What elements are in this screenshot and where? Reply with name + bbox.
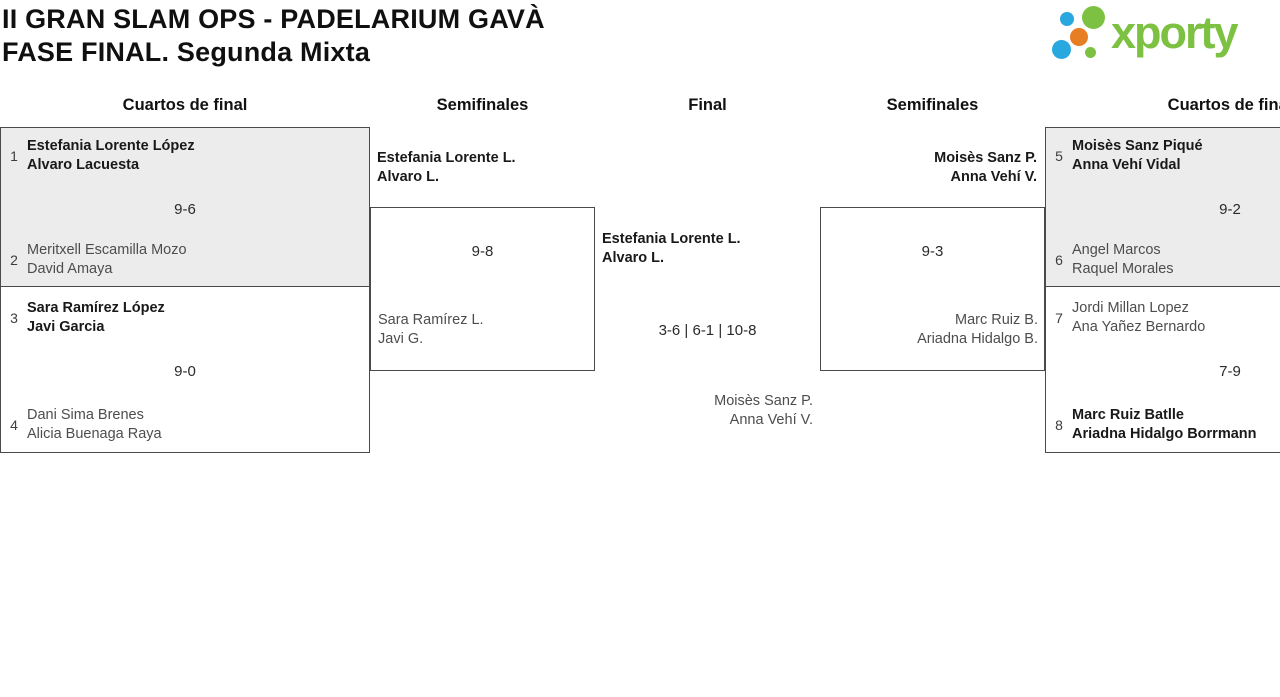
match-score: 7-9 xyxy=(1219,363,1241,380)
player-name: Jordi Millan Lopez xyxy=(1072,300,1189,316)
xporty-logo[interactable]: xporty xyxy=(1048,0,1280,70)
logo-dot-green-small-icon xyxy=(1085,47,1096,58)
seed-number: 2 xyxy=(10,252,18,268)
team-entry: Estefania Lorente López Alvaro Lacuesta xyxy=(27,137,195,175)
player-name: Javi G. xyxy=(378,331,424,347)
player-name: Marc Ruiz B. xyxy=(955,312,1038,328)
seed-number: 6 xyxy=(1055,252,1063,268)
sf-right-winner: Moisès Sanz P. Anna Vehí V. xyxy=(820,149,1037,187)
match-score: 9-3 xyxy=(921,243,944,260)
seed-number: 7 xyxy=(1055,310,1063,326)
team-entry: Dani Sima Brenes Alicia Buenaga Raya xyxy=(27,406,162,444)
player-name: Anna Vehí V. xyxy=(729,412,813,428)
team-entry: Sara Ramírez L. Javi G. xyxy=(378,311,484,349)
team-entry: Sara Ramírez López Javi Garcia xyxy=(27,299,165,337)
player-name: Sara Ramírez L. xyxy=(378,312,484,328)
round-header-qf-left: Cuartos de final xyxy=(122,96,248,114)
player-name: Dani Sima Brenes xyxy=(27,407,144,423)
seed-number: 3 xyxy=(10,310,18,326)
player-name: Moisès Sanz P. xyxy=(934,150,1037,166)
seed-number: 1 xyxy=(10,148,18,164)
match-semifinal-right[interactable]: 9-3 Marc Ruiz B. Ariadna Hidalgo B. xyxy=(820,207,1045,371)
player-name: Meritxell Escamilla Mozo xyxy=(27,242,187,258)
match-quarterfinal-1[interactable]: 1 Estefania Lorente López Alvaro Lacuest… xyxy=(0,127,370,287)
round-header-sf-left: Semifinales xyxy=(436,96,529,114)
team-entry: Angel Marcos Raquel Morales xyxy=(1072,241,1174,279)
round-header-final: Final xyxy=(688,96,727,114)
player-name: Ariadna Hidalgo B. xyxy=(917,331,1038,347)
final-winner: Estefania Lorente L. Alvaro L. xyxy=(602,230,741,268)
player-name: Marc Ruiz Batlle xyxy=(1072,407,1184,423)
round-header-qf-right: Cuartos de final xyxy=(1167,96,1280,114)
seed-number: 5 xyxy=(1055,148,1063,164)
team-entry: Jordi Millan Lopez Ana Yañez Bernardo xyxy=(1072,299,1205,337)
team-entry: Marc Ruiz Batlle Ariadna Hidalgo Borrman… xyxy=(1072,406,1257,444)
match-quarterfinal-3[interactable]: 5 Moisès Sanz Piqué Anna Vehí Vidal 9-2 … xyxy=(1045,127,1280,287)
match-quarterfinal-2[interactable]: 3 Sara Ramírez López Javi Garcia 9-0 4 D… xyxy=(0,286,370,453)
logo-wordmark: xporty xyxy=(1111,7,1239,58)
player-name: Alvaro L. xyxy=(602,250,665,266)
match-score: 9-2 xyxy=(1219,201,1241,218)
logo-dot-orange-icon xyxy=(1070,28,1088,46)
player-name: Estefania Lorente López xyxy=(27,138,195,154)
team-entry: Marc Ruiz B. Ariadna Hidalgo B. xyxy=(821,311,1038,349)
player-name: Ariadna Hidalgo Borrmann xyxy=(1072,426,1257,442)
logo-dot-green-big-icon xyxy=(1082,6,1105,29)
player-name: Sara Ramírez López xyxy=(27,300,165,316)
team-entry: Moisès Sanz Piqué Anna Vehí Vidal xyxy=(1072,137,1203,175)
player-name: Anna Vehí Vidal xyxy=(1072,157,1181,173)
player-name: Alicia Buenaga Raya xyxy=(27,426,162,442)
seed-number: 8 xyxy=(1055,417,1063,433)
player-name: Raquel Morales xyxy=(1072,261,1174,277)
player-name: Alvaro Lacuesta xyxy=(27,157,140,173)
team-entry: Meritxell Escamilla Mozo David Amaya xyxy=(27,241,187,279)
match-quarterfinal-4[interactable]: 7 Jordi Millan Lopez Ana Yañez Bernardo … xyxy=(1045,286,1280,453)
final-loser: Moisès Sanz P. Anna Vehí V. xyxy=(595,392,813,430)
player-name: David Amaya xyxy=(27,261,113,277)
match-score: 9-0 xyxy=(174,363,196,380)
sf-left-winner: Estefania Lorente L. Alvaro L. xyxy=(377,149,516,187)
tournament-subtitle: FASE FINAL. Segunda Mixta xyxy=(2,37,371,67)
player-name: Angel Marcos xyxy=(1072,242,1161,258)
logo-dot-blue-small-icon xyxy=(1060,12,1074,26)
logo-dot-blue-big-icon xyxy=(1052,40,1071,59)
match-score: 9-8 xyxy=(471,243,494,260)
player-name: Moisès Sanz Piqué xyxy=(1072,138,1203,154)
seed-number: 4 xyxy=(10,417,18,433)
player-name: Moisès Sanz P. xyxy=(714,393,813,409)
player-name: Estefania Lorente L. xyxy=(602,231,741,247)
final-score: 3-6 | 6-1 | 10-8 xyxy=(658,322,757,339)
match-score: 9-6 xyxy=(174,201,196,218)
player-name: Anna Vehí V. xyxy=(950,169,1038,185)
player-name: Alvaro L. xyxy=(377,169,440,185)
player-name: Estefania Lorente L. xyxy=(377,150,516,166)
match-semifinal-left[interactable]: 9-8 Sara Ramírez L. Javi G. xyxy=(370,207,595,371)
player-name: Ana Yañez Bernardo xyxy=(1072,319,1206,335)
player-name: Javi Garcia xyxy=(27,319,105,335)
round-header-sf-right: Semifinales xyxy=(886,96,979,114)
tournament-title: II GRAN SLAM OPS - PADELARIUM GAVÀ xyxy=(2,4,545,34)
